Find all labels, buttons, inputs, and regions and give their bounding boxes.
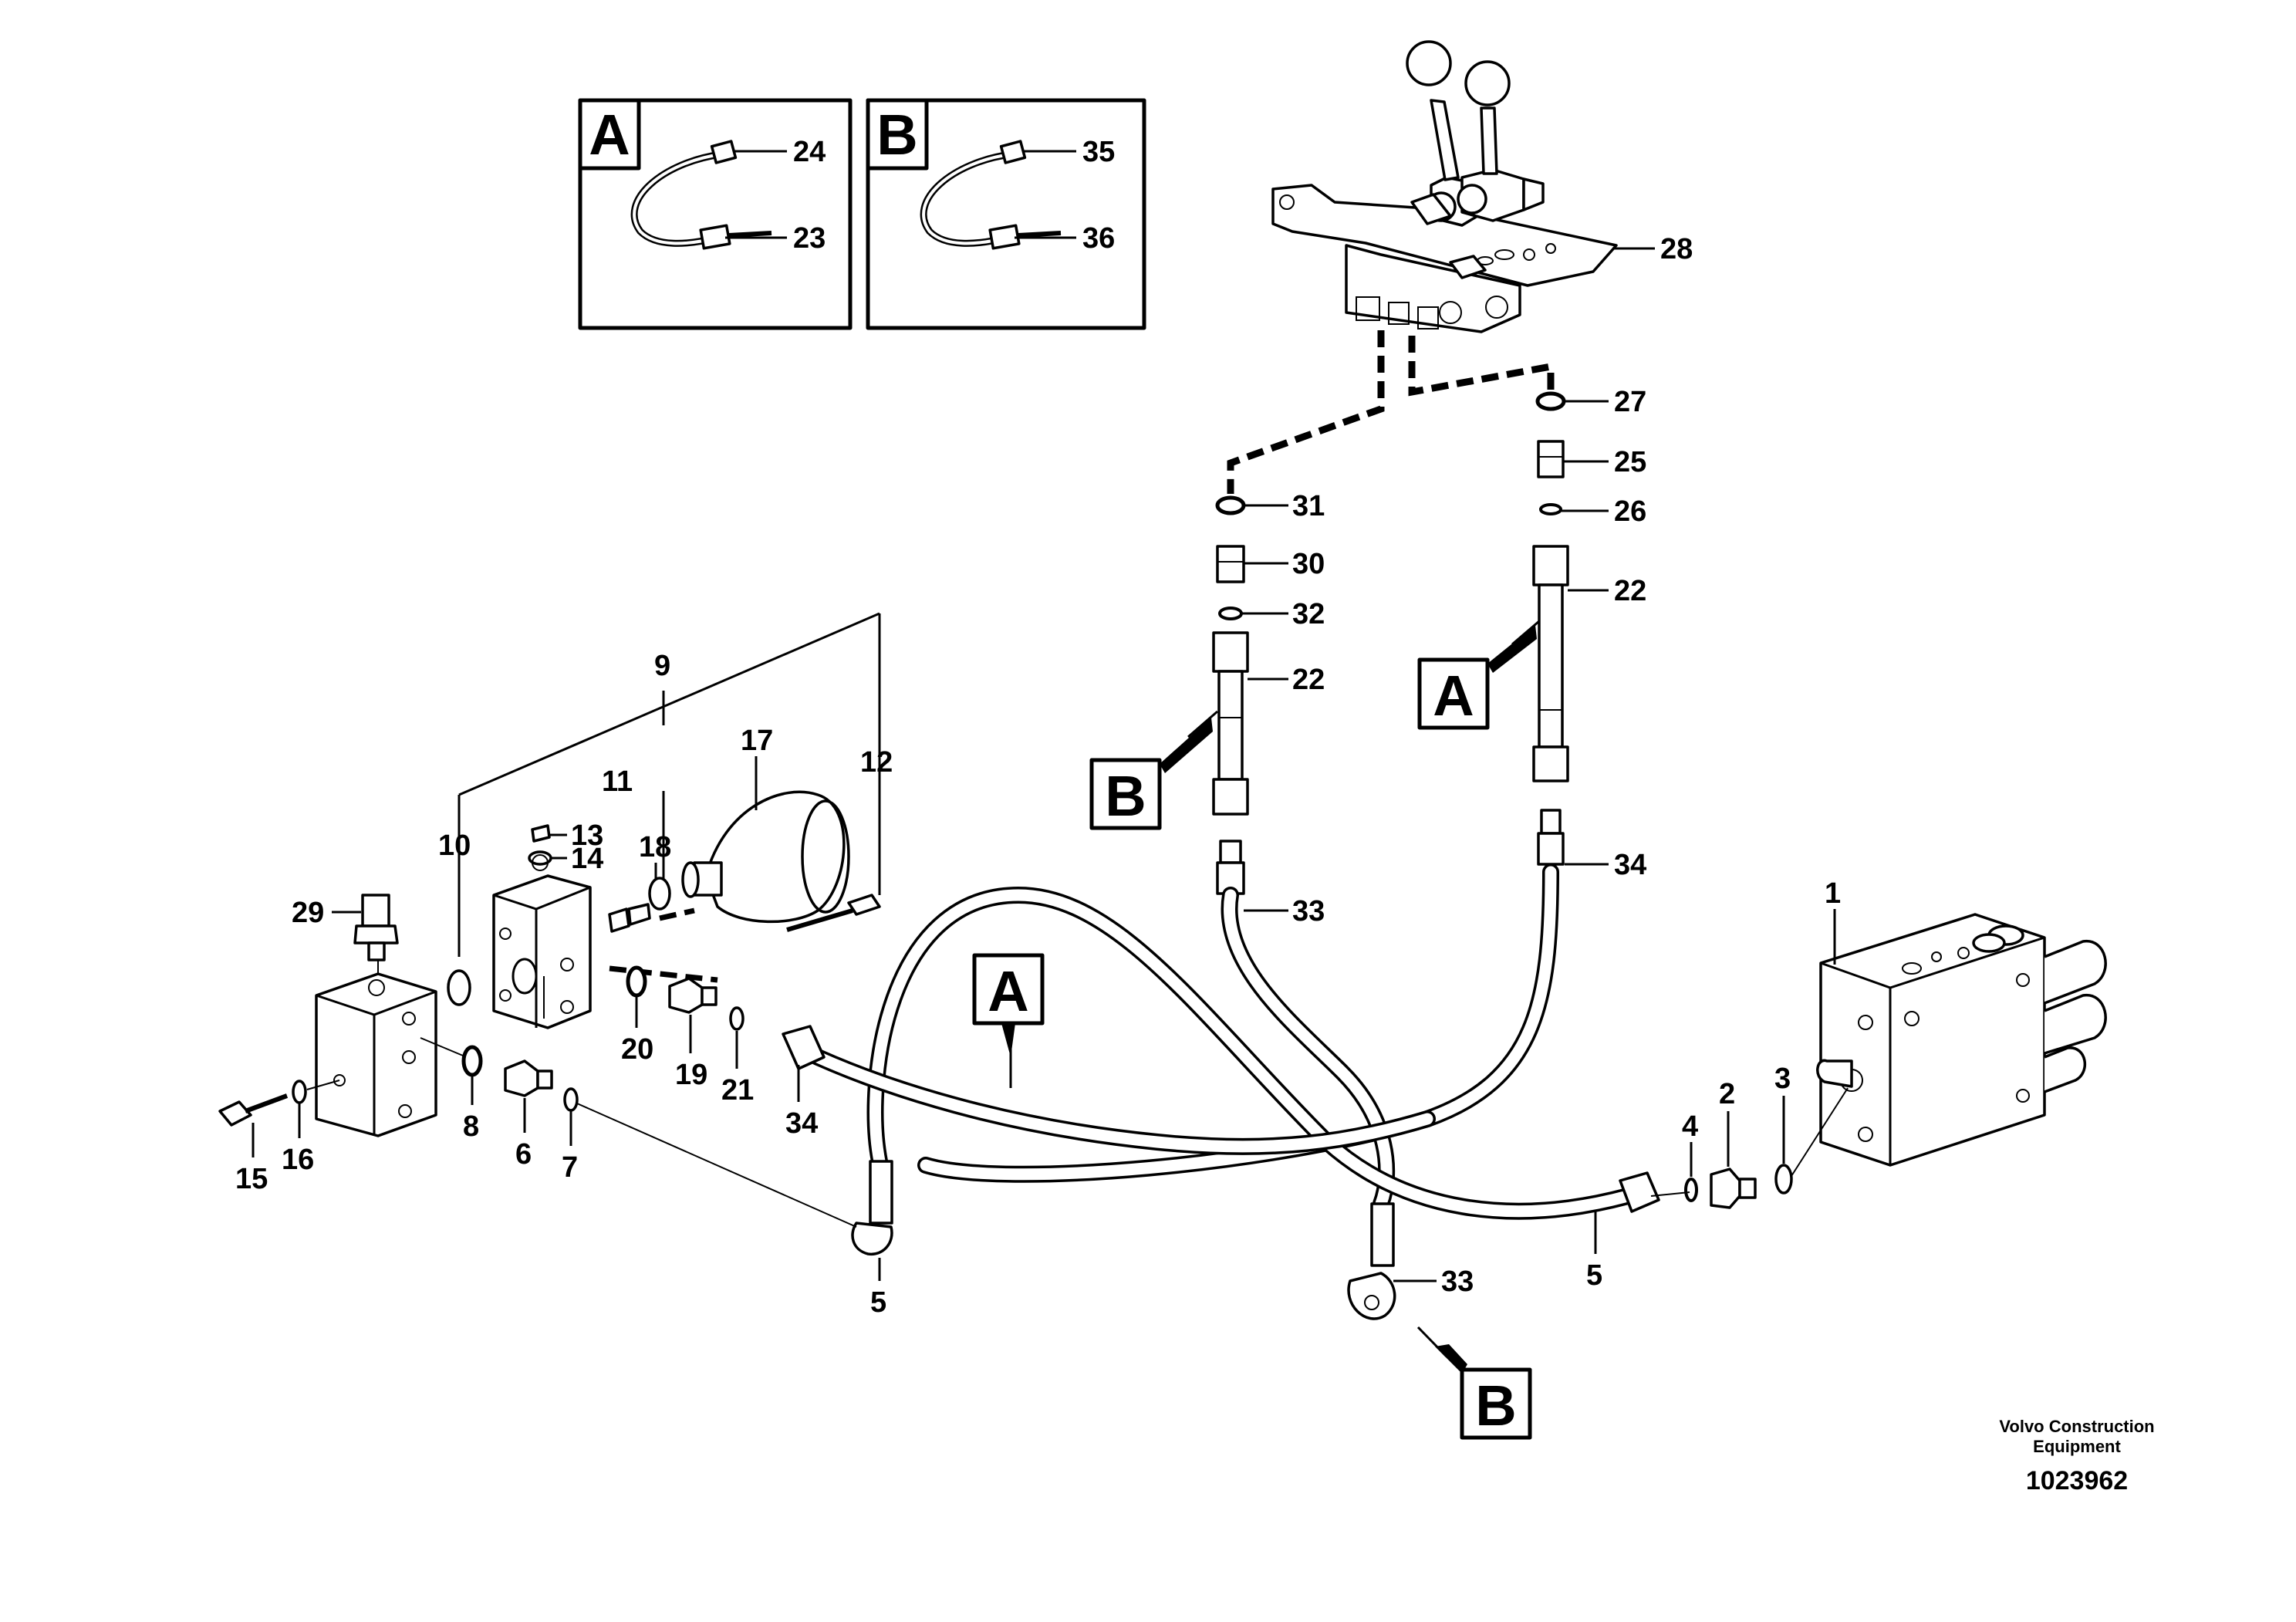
detail-box-b: B 35 36	[866, 98, 1146, 330]
label-21: 21	[721, 1074, 754, 1107]
svg-text:B: B	[1475, 1374, 1516, 1438]
label-8: 8	[463, 1110, 479, 1143]
label-5-left: 5	[870, 1286, 886, 1319]
label-2: 2	[1719, 1078, 1735, 1110]
valve-block-lower	[315, 972, 437, 1137]
detail-box-b-letter: B	[876, 103, 917, 167]
washer	[626, 965, 647, 998]
label-24: 24	[793, 136, 826, 168]
label-11: 11	[602, 765, 633, 798]
svg-text:A: A	[1433, 664, 1474, 728]
label-28: 28	[1660, 233, 1693, 265]
label-9: 9	[654, 650, 670, 682]
washer	[292, 1080, 307, 1104]
detail-box-a: A 24 23	[578, 98, 853, 330]
valve-block-upper	[492, 854, 592, 1029]
callout-b-lower: B	[1416, 1326, 1532, 1440]
label-18: 18	[639, 831, 671, 863]
adapter	[668, 977, 704, 1014]
label-3: 3	[1774, 1063, 1791, 1095]
label-23: 23	[793, 222, 826, 255]
label-7: 7	[562, 1151, 578, 1184]
washer	[461, 1045, 483, 1077]
label-19: 19	[675, 1059, 707, 1091]
pilot-control-valve	[1271, 40, 1618, 333]
fitting-stack-right	[1532, 391, 1569, 866]
o-ring	[447, 969, 471, 1006]
label-17: 17	[741, 725, 773, 757]
accumulator	[681, 790, 850, 924]
label-13: 13	[571, 819, 603, 852]
label-33-upper: 33	[1292, 895, 1325, 928]
label-32: 32	[1292, 598, 1325, 630]
label-31: 31	[1292, 490, 1325, 522]
fitting-stack-main-valve	[1650, 1087, 1849, 1209]
long-bolt	[786, 894, 881, 932]
cable-tie-icon	[920, 140, 1062, 250]
bolt	[218, 1093, 289, 1127]
label-4: 4	[1682, 1110, 1698, 1143]
callout-b-upper: B	[1089, 710, 1218, 830]
footer-company-line1: Volvo Construction	[1999, 1417, 2154, 1436]
main-control-valve	[1816, 913, 2107, 1167]
label-33-lower: 33	[1441, 1265, 1474, 1298]
label-34-right: 34	[1614, 849, 1646, 881]
restrictor	[608, 907, 630, 933]
label-10: 10	[438, 830, 471, 862]
label-16: 16	[282, 1144, 314, 1176]
label-5-right: 5	[1586, 1259, 1602, 1292]
label-22-left: 22	[1292, 664, 1325, 696]
footer-company-line2: Equipment	[2033, 1437, 2121, 1456]
label-36: 36	[1082, 222, 1115, 255]
detail-box-a-letter: A	[589, 103, 630, 167]
plug	[531, 824, 551, 843]
label-27: 27	[1614, 386, 1646, 418]
cable-tie-icon	[630, 140, 772, 250]
fitting-stack-left	[1212, 495, 1249, 895]
callout-a-upper: A	[1417, 620, 1540, 730]
svg-text:B: B	[1105, 764, 1146, 828]
callout-a-lower: A	[972, 953, 1045, 1088]
label-22-right: 22	[1614, 575, 1646, 607]
o-ring	[729, 1006, 745, 1031]
label-12: 12	[860, 746, 893, 779]
label-1: 1	[1825, 877, 1841, 910]
label-14: 14	[571, 843, 603, 875]
hose-route-dashed	[1227, 330, 1385, 494]
svg-text:A: A	[988, 959, 1028, 1023]
hose-route-dashed	[1408, 336, 1555, 397]
hose-route-dashed	[609, 965, 718, 983]
label-6: 6	[515, 1138, 532, 1171]
label-25: 25	[1614, 446, 1646, 478]
kit-bracket-9	[458, 612, 881, 957]
o-ring	[563, 1087, 579, 1112]
adapter	[504, 1059, 539, 1097]
label-30: 30	[1292, 548, 1325, 580]
label-20: 20	[621, 1033, 653, 1066]
label-34-left: 34	[785, 1107, 818, 1140]
footer-reference-number: 1023962	[2026, 1466, 2128, 1495]
hoses	[782, 863, 1660, 1320]
label-26: 26	[1614, 495, 1646, 528]
label-15: 15	[235, 1163, 268, 1195]
label-29: 29	[292, 897, 324, 929]
test-port-fitting	[353, 894, 399, 988]
label-35: 35	[1082, 136, 1115, 168]
